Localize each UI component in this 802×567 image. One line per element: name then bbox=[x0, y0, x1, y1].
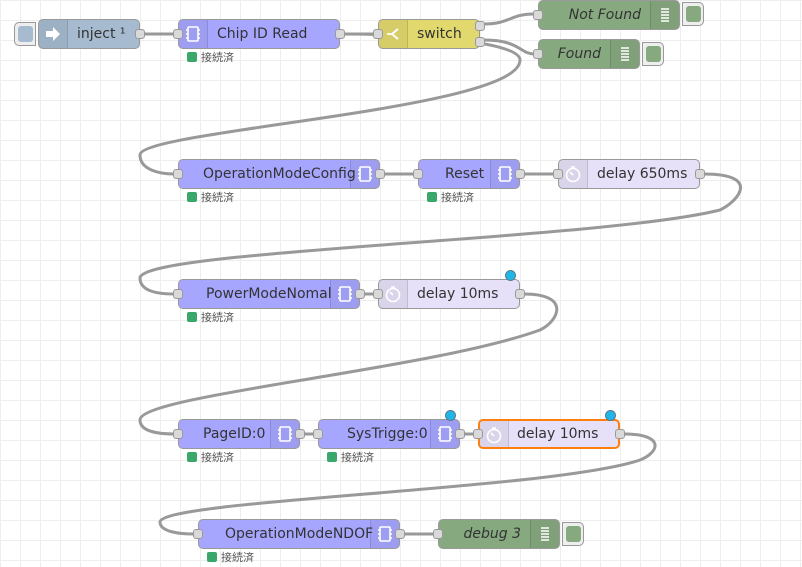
reset-node[interactable]: Reset bbox=[413, 159, 525, 189]
reset-input-port[interactable] bbox=[413, 169, 423, 179]
delay-10a-changed-indicator bbox=[505, 270, 516, 281]
delay-10b-node[interactable]: delay 10ms bbox=[473, 419, 625, 449]
chip-icon bbox=[179, 20, 208, 48]
delay-10b-input-port[interactable] bbox=[473, 429, 483, 439]
chip-id-read-label: Chip ID Read bbox=[217, 26, 308, 42]
operation-mode-config-status: 接続済 bbox=[187, 191, 234, 205]
delay-10b-changed-indicator bbox=[605, 410, 616, 421]
chip-icon bbox=[270, 420, 299, 448]
delay-10a-label: delay 10ms bbox=[417, 286, 499, 302]
found-input-port[interactable] bbox=[533, 49, 543, 59]
delay-650-input-port[interactable] bbox=[553, 169, 563, 179]
chip-id-read-output-port[interactable] bbox=[335, 29, 345, 39]
switch-output-port-2[interactable] bbox=[475, 37, 485, 47]
chip-id-read-node[interactable]: Chip ID Read bbox=[173, 19, 345, 49]
debug3-input-port[interactable] bbox=[433, 529, 443, 539]
operation-mode-config-output-port[interactable] bbox=[375, 169, 385, 179]
delay-10a-node[interactable]: delay 10ms bbox=[373, 279, 525, 309]
chip-icon bbox=[490, 160, 519, 188]
delay-10a-input-port[interactable] bbox=[373, 289, 383, 299]
not-found-debug-node[interactable]: Not Found bbox=[533, 0, 680, 30]
found-toggle-button[interactable] bbox=[642, 42, 664, 66]
timer-icon bbox=[559, 160, 588, 188]
reset-status: 接続済 bbox=[427, 191, 474, 205]
not-found-input-port[interactable] bbox=[533, 10, 543, 20]
power-mode-nomal-label: PowerModeNomal bbox=[206, 286, 332, 302]
power-mode-nomal-status: 接続済 bbox=[187, 311, 234, 325]
timer-icon bbox=[480, 421, 509, 447]
found-debug-node[interactable]: Found bbox=[533, 39, 640, 69]
debug3-toggle-button[interactable] bbox=[562, 522, 584, 546]
operation-mode-config-input-port[interactable] bbox=[173, 169, 183, 179]
switch-icon bbox=[379, 20, 408, 48]
switch-label: switch bbox=[417, 26, 462, 42]
chip-id-read-status: 接続済 bbox=[187, 51, 234, 65]
operation-mode-config-node[interactable]: OperationModeConfig bbox=[173, 159, 385, 189]
timer-icon bbox=[379, 280, 408, 308]
sys-trigge-changed-indicator bbox=[445, 410, 456, 421]
sys-trigge-output-port[interactable] bbox=[455, 429, 465, 439]
not-found-label: Not Found bbox=[568, 7, 641, 23]
sys-trigge-node[interactable]: SysTrigge:0 bbox=[313, 419, 465, 449]
operation-mode-ndof-output-port[interactable] bbox=[395, 529, 405, 539]
chip-icon bbox=[370, 520, 399, 548]
chip-icon bbox=[330, 280, 359, 308]
operation-mode-ndof-node[interactable]: OperationModeNDOF bbox=[193, 519, 405, 549]
arrow-in-icon bbox=[39, 20, 68, 48]
chip-icon bbox=[350, 160, 379, 188]
delay-10b-output-port[interactable] bbox=[615, 429, 625, 439]
delay-10b-label: delay 10ms bbox=[517, 426, 599, 442]
sys-trigge-status: 接続済 bbox=[327, 451, 374, 465]
list-icon bbox=[650, 1, 679, 29]
operation-mode-config-label: OperationModeConfig bbox=[203, 166, 356, 182]
power-mode-nomal-node[interactable]: PowerModeNomal bbox=[173, 279, 365, 309]
inject-trigger-button[interactable] bbox=[14, 22, 36, 46]
delay-10a-output-port[interactable] bbox=[515, 289, 525, 299]
delay-650-output-port[interactable] bbox=[695, 169, 705, 179]
operation-mode-ndof-label: OperationModeNDOF bbox=[225, 526, 374, 542]
chip-id-read-input-port[interactable] bbox=[173, 29, 183, 39]
found-label: Found bbox=[557, 46, 601, 62]
switch-node[interactable]: switch bbox=[373, 19, 485, 49]
chip-icon bbox=[430, 420, 459, 448]
page-id-label: PageID:0 bbox=[203, 426, 266, 442]
reset-output-port[interactable] bbox=[515, 169, 525, 179]
list-icon bbox=[530, 520, 559, 548]
page-id-node[interactable]: PageID:0 bbox=[173, 419, 305, 449]
page-id-output-port[interactable] bbox=[295, 429, 305, 439]
reset-label: Reset bbox=[445, 166, 485, 182]
operation-mode-ndof-input-port[interactable] bbox=[193, 529, 203, 539]
switch-output-port-1[interactable] bbox=[475, 21, 485, 31]
wire-switch-to-found bbox=[483, 38, 535, 56]
inject-node[interactable]: inject ¹ bbox=[38, 19, 145, 49]
sys-trigge-label: SysTrigge:0 bbox=[347, 426, 428, 442]
power-mode-nomal-input-port[interactable] bbox=[173, 289, 183, 299]
list-icon bbox=[610, 40, 639, 68]
operation-mode-ndof-status: 接続済 bbox=[207, 551, 254, 565]
switch-input-port[interactable] bbox=[373, 29, 383, 39]
debug3-node[interactable]: debug 3 bbox=[433, 519, 560, 549]
inject-output-port[interactable] bbox=[135, 29, 145, 39]
not-found-toggle-button[interactable] bbox=[682, 2, 704, 26]
wire-switch-to-not-found bbox=[483, 12, 535, 26]
page-id-input-port[interactable] bbox=[173, 429, 183, 439]
delay-650-label: delay 650ms bbox=[597, 166, 688, 182]
page-id-status: 接続済 bbox=[187, 451, 234, 465]
debug3-label: debug 3 bbox=[463, 526, 521, 542]
inject-node-label: inject ¹ bbox=[77, 26, 126, 42]
delay-650-node[interactable]: delay 650ms bbox=[553, 159, 705, 189]
sys-trigge-input-port[interactable] bbox=[313, 429, 323, 439]
power-mode-nomal-output-port[interactable] bbox=[355, 289, 365, 299]
